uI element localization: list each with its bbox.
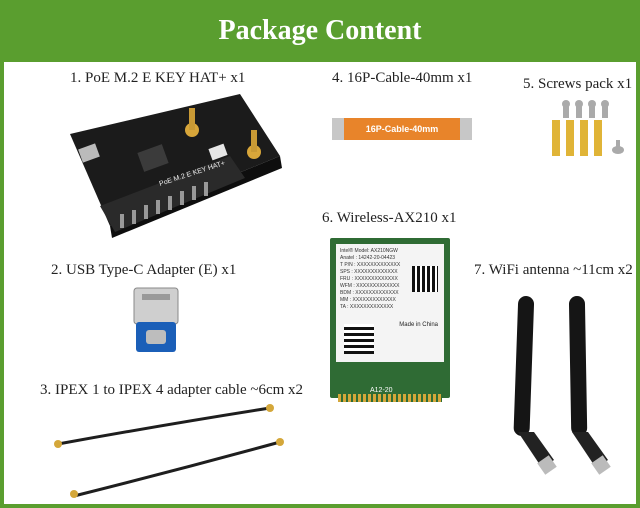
card-line: SPS : XXXXXXXXXXXXX [340, 269, 398, 275]
usb-c-adapter-image [133, 287, 179, 352]
card-line: Intel® Model: AX210NGW [340, 248, 398, 254]
poe-hat-board-image: PoE M.2 E KEY HAT+ [70, 94, 282, 238]
page-title: Package Content [218, 15, 422, 46]
item-label-poe-hat: 1. PoE M.2 E KEY HAT+ x1 [70, 70, 246, 86]
screws-pack-image [552, 100, 624, 156]
wifi-antennas-image [513, 296, 611, 475]
content-panel: 1. PoE M.2 E KEY HAT+ x1 PoE M.2 E KEY H… [4, 62, 636, 504]
card-line: FRU : XXXXXXXXXXXXX [340, 276, 398, 282]
item-label-screws: 5. Screws pack x1 [523, 76, 633, 92]
item-label-wireless-card: 6. Wireless-AX210 x1 [322, 210, 457, 226]
card-line: Anatel : 14242-20-04423 [340, 255, 396, 261]
item-label-antenna: 7. WiFi antenna ~11cm x2 [474, 262, 633, 278]
qr-code-icon [344, 324, 374, 354]
card-gold-contacts [338, 394, 442, 402]
card-line: BDM : XXXXXXXXXXXXX [340, 290, 399, 296]
item-label-ipex-cable: 3. IPEX 1 to IPEX 4 adapter cable ~6cm x… [40, 382, 304, 398]
ffc-cable-image: 16P-Cable-40mm [332, 118, 472, 140]
qr-code-icon [412, 266, 438, 292]
card-line: TA : XXXXXXXXXXXXX [340, 304, 394, 310]
wireless-card-image: Intel® Model: AX210NGW Anatel : 14242-20… [330, 238, 450, 402]
ipex-cables-image [54, 404, 284, 498]
card-edge-label: A12-20 [370, 387, 393, 394]
card-line: WFM : XXXXXXXXXXXXX [340, 283, 400, 289]
item-label-ffc-cable: 4. 16P-Cable-40mm x1 [332, 70, 473, 86]
cable-end-left [332, 118, 344, 140]
card-line: MM : XXXXXXXXXXXXX [340, 297, 396, 303]
header-bar: Package Content [0, 0, 640, 62]
made-in-text: Made in China [399, 322, 438, 328]
item-label-usb-adapter: 2. USB Type-C Adapter (E) x1 [51, 262, 237, 278]
card-line: T P/N : XXXXXXXXXXXXX [340, 262, 401, 268]
cable-end-right [460, 118, 472, 140]
cable-print-text: 16P-Cable-40mm [365, 124, 439, 134]
card-label-sticker: Intel® Model: AX210NGW Anatel : 14242-20… [336, 244, 444, 362]
